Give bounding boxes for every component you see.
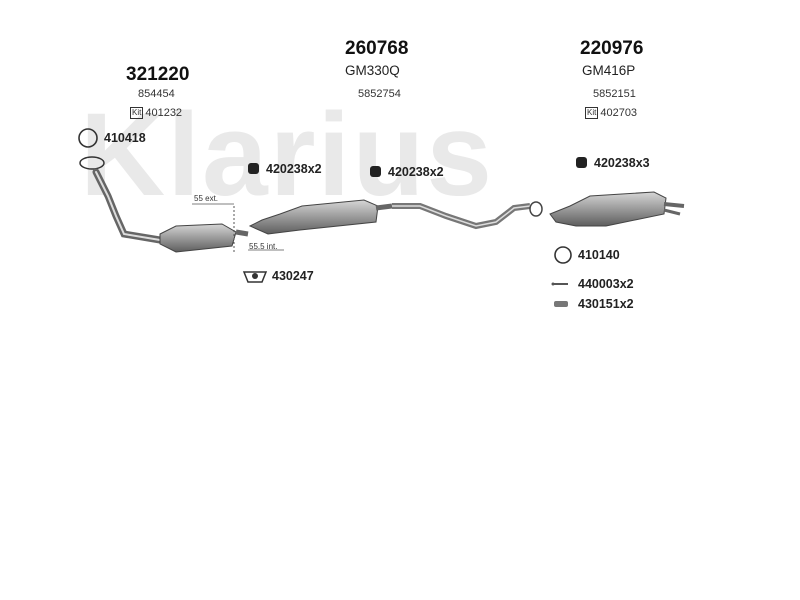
gasket-icon [554, 246, 572, 264]
oe-number: 854454 [138, 88, 175, 100]
callout-430247[interactable]: 430247 [272, 269, 314, 283]
kit-reference[interactable]: Kit 402703 [585, 107, 637, 119]
gasket-icon [78, 128, 98, 148]
dimension-ext: 55 ext. [194, 194, 219, 203]
part-number-220976[interactable]: 220976 [580, 38, 644, 59]
callout-410418[interactable]: 410418 [104, 131, 146, 145]
dimension-int: 55.5 int. [249, 242, 278, 251]
kit-reference[interactable]: Kit 401232 [130, 107, 182, 119]
callout-420238-left[interactable]: 420238x2 [266, 162, 322, 176]
part-number-260768[interactable]: 260768 [345, 38, 409, 59]
kit-badge: Kit [585, 107, 599, 119]
bolt-icon [554, 301, 568, 307]
model-code: GM330Q [345, 63, 400, 78]
clamp-icon [370, 166, 381, 177]
rubber-mount-icon [242, 271, 268, 283]
catalytic-converter [159, 223, 249, 253]
callout-440003[interactable]: 440003x2 [578, 277, 634, 291]
oe-number: 5852151 [593, 88, 636, 100]
clamp-icon [576, 157, 587, 168]
intermediate-pipe [392, 201, 543, 230]
oe-number: 5852754 [358, 88, 401, 100]
spring-icon [551, 282, 568, 286]
clamp-icon [248, 163, 259, 174]
centre-silencer [248, 199, 393, 235]
callout-410140[interactable]: 410140 [578, 248, 620, 262]
model-code: GM416P [582, 63, 636, 78]
kit-number: 401232 [145, 107, 183, 119]
part-number-321220[interactable]: 321220 [126, 64, 190, 85]
rear-silencer [549, 191, 685, 227]
callout-420238-right[interactable]: 420238x3 [594, 156, 650, 170]
brand-watermark: Klarius [80, 89, 495, 221]
kit-badge: Kit [130, 107, 144, 119]
front-downpipe [79, 156, 164, 244]
callout-430151[interactable]: 430151x2 [578, 297, 634, 311]
callout-420238-mid[interactable]: 420238x2 [388, 165, 444, 179]
kit-number: 402703 [600, 107, 638, 119]
